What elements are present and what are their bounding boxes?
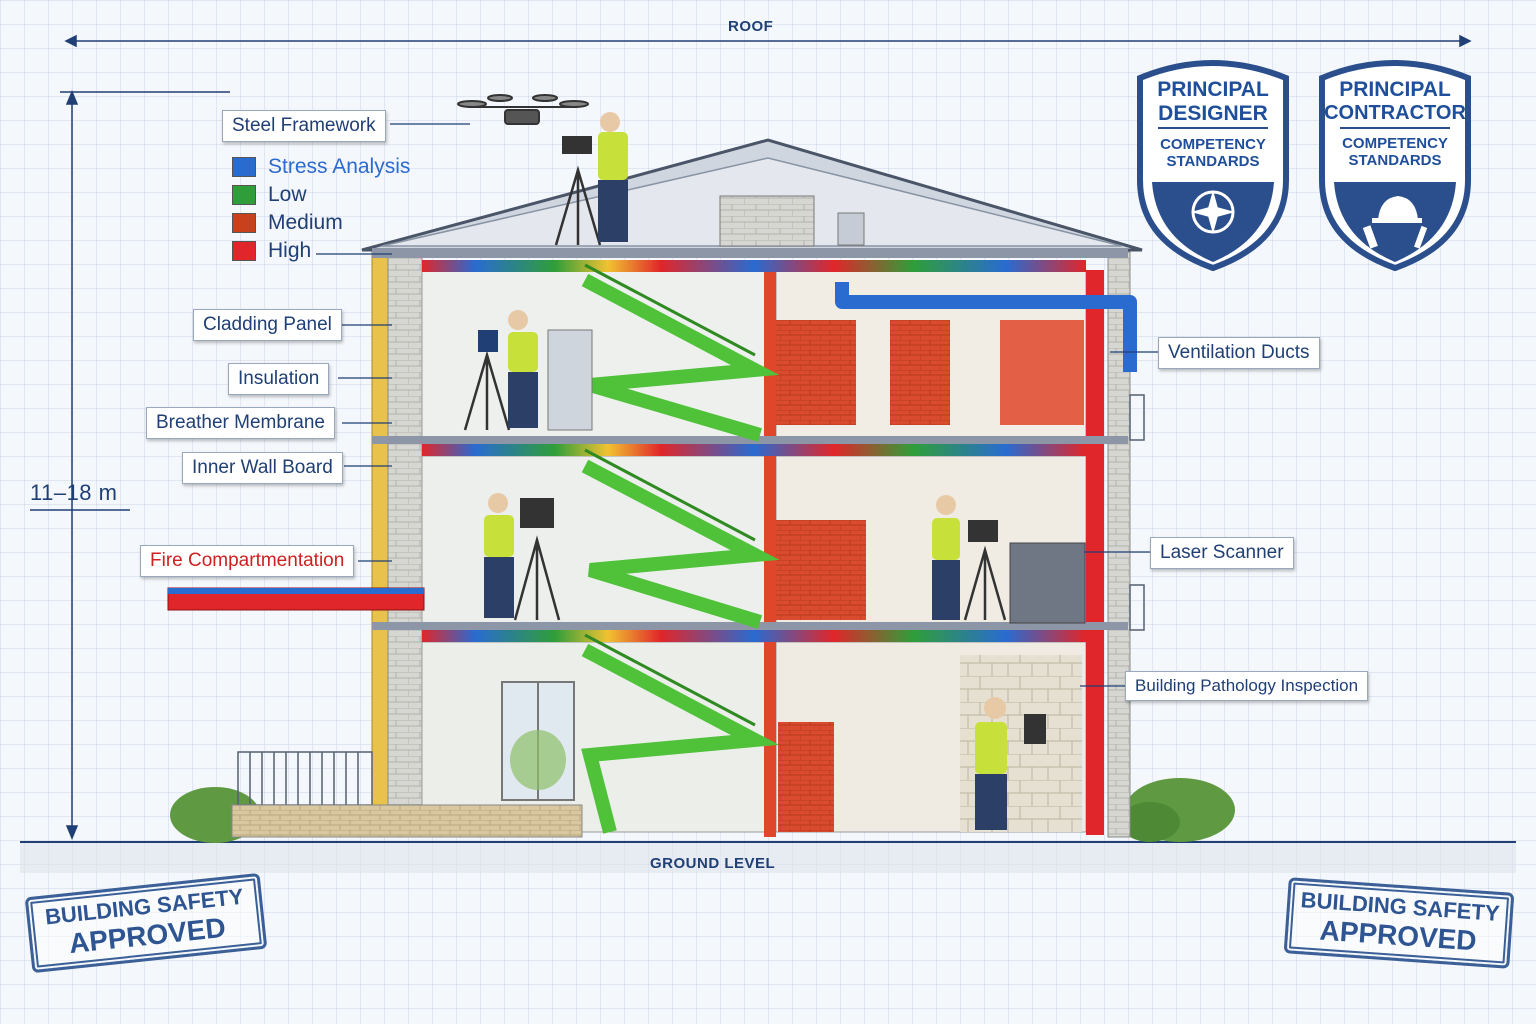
legend-item-medium: Medium: [232, 209, 410, 237]
badge-contractor-line2: CONTRACTOR: [1324, 102, 1466, 124]
label-building-pathology-inspection: Building Pathology Inspection: [1125, 671, 1369, 701]
building-safety-approved-stamp-right: BUILDING SAFETY APPROVED: [1283, 877, 1515, 969]
badge-contractor-line1: PRINCIPAL: [1339, 78, 1451, 101]
badge-contractor-line3: COMPETENCY: [1342, 135, 1448, 152]
fire-compartmentation-beam: [167, 587, 425, 611]
badge-designer-line4: STANDARDS: [1166, 153, 1260, 170]
label-ventilation-ducts: Ventilation Ducts: [1158, 337, 1320, 369]
legend-title-row: Stress Analysis: [232, 153, 410, 181]
surveyor-worker-pathology: [975, 697, 1046, 830]
compass-icon: [1191, 190, 1235, 234]
surveyor-worker-floor2: [484, 493, 561, 621]
stress-high-walls: [764, 262, 1104, 837]
badge-designer-line1: PRINCIPAL: [1157, 78, 1269, 101]
legend-swatch-stress: [232, 157, 256, 177]
badge-contractor-title: PRINCIPAL CONTRACTOR COMPETENCY STANDARD…: [1324, 78, 1466, 169]
legend-swatch-high: [232, 241, 256, 261]
badge-contractor-line4: STANDARDS: [1348, 152, 1442, 169]
ground-terrace: [231, 804, 583, 838]
roof-dimension-label: ROOF: [728, 18, 774, 35]
label-steel-framework: Steel Framework: [222, 110, 386, 142]
ground-level-label: GROUND LEVEL: [650, 855, 776, 872]
legend-item-low: Low: [232, 181, 410, 209]
legend-swatch-medium: [232, 213, 256, 233]
height-dimension-line: [30, 90, 230, 840]
legend-label-medium: Medium: [268, 211, 343, 234]
windows: [501, 329, 593, 801]
stress-analysis-legend: Stress Analysis Low Medium High: [232, 153, 410, 265]
roof-dimension-line: [64, 34, 1472, 48]
ventilation-duct: [835, 282, 1137, 372]
legend-title: Stress Analysis: [268, 155, 411, 178]
steel-staircase: [581, 263, 780, 834]
surveyor-worker-roof: [554, 112, 628, 246]
label-leader-lines: [316, 123, 1160, 687]
label-breather-membrane: Breather Membrane: [146, 407, 335, 439]
principal-contractor-badge: [1319, 60, 1471, 272]
badge-designer-line2: DESIGNER: [1158, 102, 1268, 125]
label-fire-compartmentation: Fire Compartmentation: [140, 545, 355, 577]
principal-designer-badge: [1137, 60, 1289, 272]
badge-designer-title: PRINCIPAL DESIGNER COMPETENCY STANDARDS: [1145, 78, 1281, 170]
legend-swatch-low: [232, 185, 256, 205]
legend-item-high: High: [232, 237, 410, 265]
building-height-label: 11–18 m: [30, 480, 118, 505]
inspection-drone: [457, 94, 589, 125]
label-insulation: Insulation: [228, 363, 330, 395]
surveyor-worker-floor3: [463, 310, 538, 431]
badge-designer-line3: COMPETENCY: [1160, 136, 1266, 153]
label-inner-wall-board: Inner Wall Board: [182, 452, 343, 484]
roof-structure: [361, 138, 1143, 252]
legend-label-low: Low: [268, 183, 307, 206]
label-laser-scanner: Laser Scanner: [1150, 537, 1294, 569]
ground-line: [20, 841, 1516, 873]
tools-icon: [1362, 196, 1428, 249]
surveyor-worker-laser-scanner: [932, 495, 1086, 624]
label-cladding-panel: Cladding Panel: [193, 309, 342, 341]
legend-label-high: High: [268, 239, 312, 262]
